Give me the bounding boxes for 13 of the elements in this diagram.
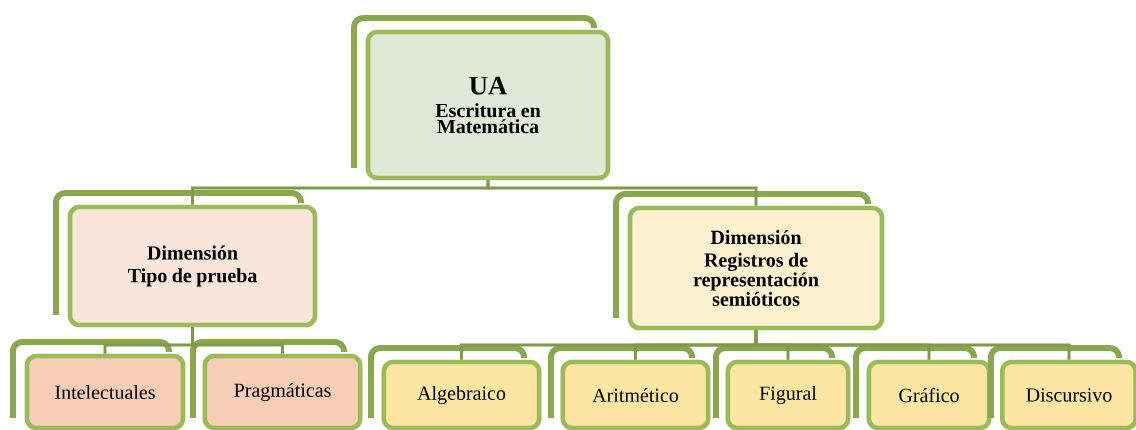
connector-line	[486, 180, 758, 206]
org-box: UA Escritura en Matemática	[351, 15, 611, 181]
connector-line	[191, 327, 284, 354]
org-box: Figural	[713, 345, 851, 430]
org-box: Dimensión Registros de representación semióticos	[613, 191, 885, 331]
org-box: Discursivo	[988, 345, 1136, 430]
org-box: Gráfico	[853, 345, 992, 430]
org-box: Dimensión Tipo de prueba	[53, 190, 318, 328]
org-box: Intelectuales	[10, 339, 186, 430]
org-box: Aritmético	[548, 345, 711, 430]
org-box: Algebraico	[368, 345, 542, 430]
org-box: Pragmáticas	[190, 339, 363, 430]
connector-line	[754, 330, 1071, 360]
